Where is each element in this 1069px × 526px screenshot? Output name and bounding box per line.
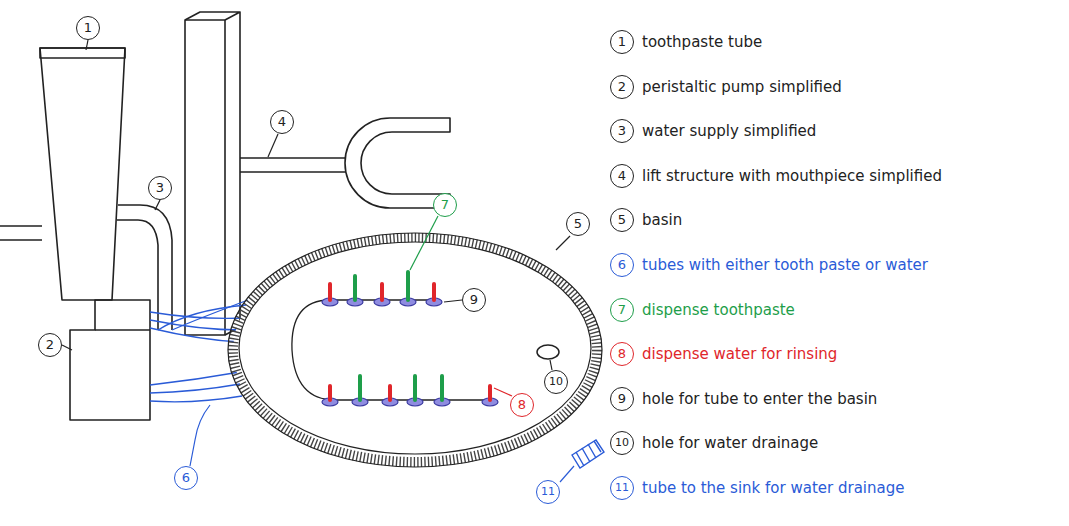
key-text: hole for water drainage [642, 433, 818, 453]
key-text: lift structure with mouthpiece simplifie… [642, 166, 942, 186]
callout-number: 7 [610, 298, 634, 322]
callout-number: 3 [610, 119, 634, 143]
leader-lines [62, 40, 570, 370]
key-text: hole for tube to enter the basin [642, 389, 877, 409]
hole-path [292, 300, 495, 400]
tube-holes [322, 298, 498, 406]
callout-number: 4 [270, 110, 294, 134]
leader-line [410, 216, 438, 270]
callout-number: 10 [610, 431, 634, 455]
basin [228, 233, 602, 467]
callout-number: 5 [566, 212, 590, 236]
key-text: peristaltic pump simplified [642, 77, 842, 97]
callout-number: 3 [148, 176, 172, 200]
key-text: basin [642, 210, 682, 230]
pump-edge [95, 329, 150, 331]
drain-tube [572, 440, 604, 468]
callout-number: 6 [610, 253, 634, 277]
lift-arm [240, 158, 347, 172]
lift-tower-side [185, 12, 240, 335]
callout-number: 7 [433, 193, 457, 217]
leader-line [560, 466, 574, 482]
callout-number: 8 [610, 342, 634, 366]
callout-number: 9 [610, 387, 634, 411]
callout-number: 2 [38, 333, 62, 357]
callout-number: 9 [462, 288, 486, 312]
callout-number: 11 [536, 480, 560, 504]
callout-number: 1 [76, 16, 100, 40]
callout-number: 1 [610, 30, 634, 54]
key-text: toothpaste tube [642, 32, 762, 52]
drain-hole [537, 345, 559, 359]
mouthpiece [345, 118, 450, 208]
key-text: tube to the sink for water drainage [642, 478, 904, 498]
callout-number: 5 [610, 208, 634, 232]
tube-cap-line [40, 48, 125, 58]
water-pipe [118, 205, 172, 330]
toothpaste-tube [40, 48, 125, 300]
key-text: tubes with either tooth paste or water [642, 255, 928, 275]
leader-line [190, 405, 210, 466]
lift-tower [185, 20, 225, 335]
key-text: water supply simplified [642, 121, 816, 141]
peristaltic-pump [70, 300, 150, 420]
key-text: dispense toothpaste [642, 300, 795, 320]
callout-number: 2 [610, 75, 634, 99]
leader-line [494, 388, 512, 396]
callout-number: 10 [544, 370, 568, 394]
nozzles [330, 272, 490, 400]
callout-number: 6 [174, 466, 198, 490]
callout-number: 4 [610, 164, 634, 188]
key-text: dispense water for rinsing [642, 344, 837, 364]
callout-number: 8 [510, 393, 534, 417]
water-pipe [117, 220, 158, 330]
inlet-pipe [0, 226, 42, 240]
callout-number: 11 [610, 476, 634, 500]
